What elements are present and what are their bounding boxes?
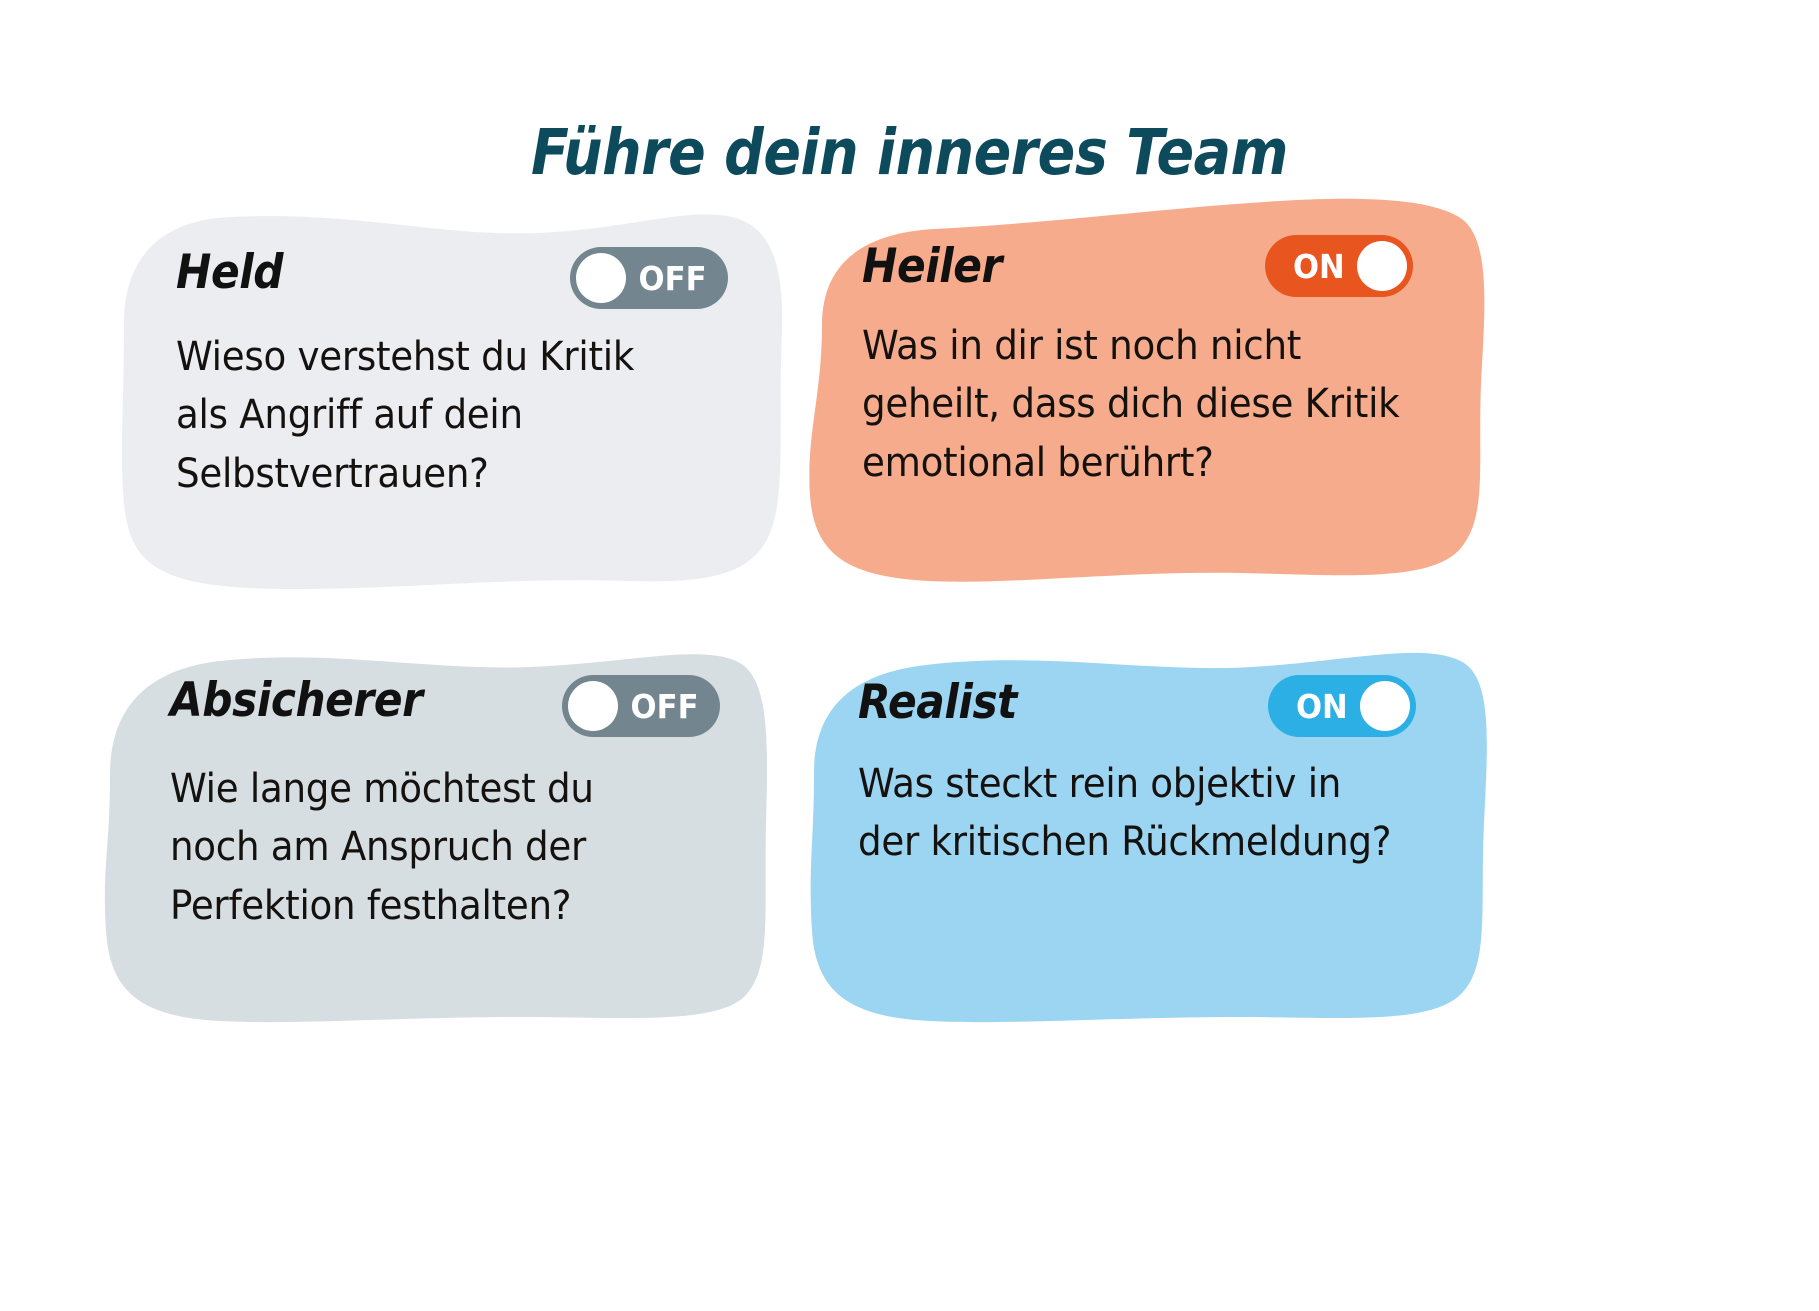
inner-team-card-grid: Held OFF Wieso verstehst du Kritik als A…	[0, 195, 1819, 1255]
card-realist-question: Was steckt rein objektiv in der kritisch…	[858, 761, 1392, 866]
card-absicherer-toggle-off[interactable]: OFF	[562, 675, 720, 737]
card-absicherer-header: Absicherer OFF	[100, 625, 772, 737]
card-held-header: Held OFF	[108, 203, 786, 311]
card-absicherer-blob-shape	[100, 625, 772, 1025]
toggle-knob-icon	[1357, 241, 1407, 291]
card-realist-title: Realist	[858, 675, 1017, 730]
card-held-title: Held	[176, 245, 284, 300]
card-held-toggle-label: OFF	[638, 258, 707, 298]
card-realist-header: Realist ON	[800, 627, 1490, 737]
card-realist-toggle-on[interactable]: ON	[1268, 675, 1416, 737]
card-realist-toggle-label: ON	[1296, 686, 1349, 726]
card-heiler[interactable]: Heiler ON Was in dir ist noch nicht gehe…	[800, 195, 1490, 585]
card-heiler-question: Was in dir ist noch nicht geheilt, dass …	[862, 323, 1400, 486]
card-realist-blob-path	[810, 652, 1487, 1023]
card-held[interactable]: Held OFF Wieso verstehst du Kritik als A…	[108, 203, 786, 593]
page-title: Führe dein inneres Team	[531, 116, 1288, 190]
card-absicherer-question: Wie lange möchtest du noch am Anspruch d…	[170, 766, 594, 929]
card-heiler-toggle-on[interactable]: ON	[1265, 235, 1413, 297]
toggle-knob-icon	[576, 253, 626, 303]
card-absicherer-title: Absicherer	[170, 673, 423, 728]
toggle-knob-icon	[1360, 681, 1410, 731]
card-heiler-toggle-label: ON	[1293, 246, 1346, 286]
card-heiler-title: Heiler	[862, 239, 1002, 294]
toggle-knob-icon	[568, 681, 618, 731]
card-held-question: Wieso verstehst du Kritik als Angriff au…	[176, 334, 635, 497]
card-absicherer[interactable]: Absicherer OFF Wie lange möchtest du noc…	[100, 625, 772, 1025]
card-absicherer-blob-path	[104, 654, 767, 1023]
card-realist-blob-shape	[800, 627, 1490, 1025]
card-held-toggle-off[interactable]: OFF	[570, 247, 728, 309]
card-heiler-header: Heiler ON	[800, 195, 1490, 303]
card-realist[interactable]: Realist ON Was steckt rein objektiv in d…	[800, 627, 1490, 1025]
card-absicherer-toggle-label: OFF	[630, 686, 699, 726]
